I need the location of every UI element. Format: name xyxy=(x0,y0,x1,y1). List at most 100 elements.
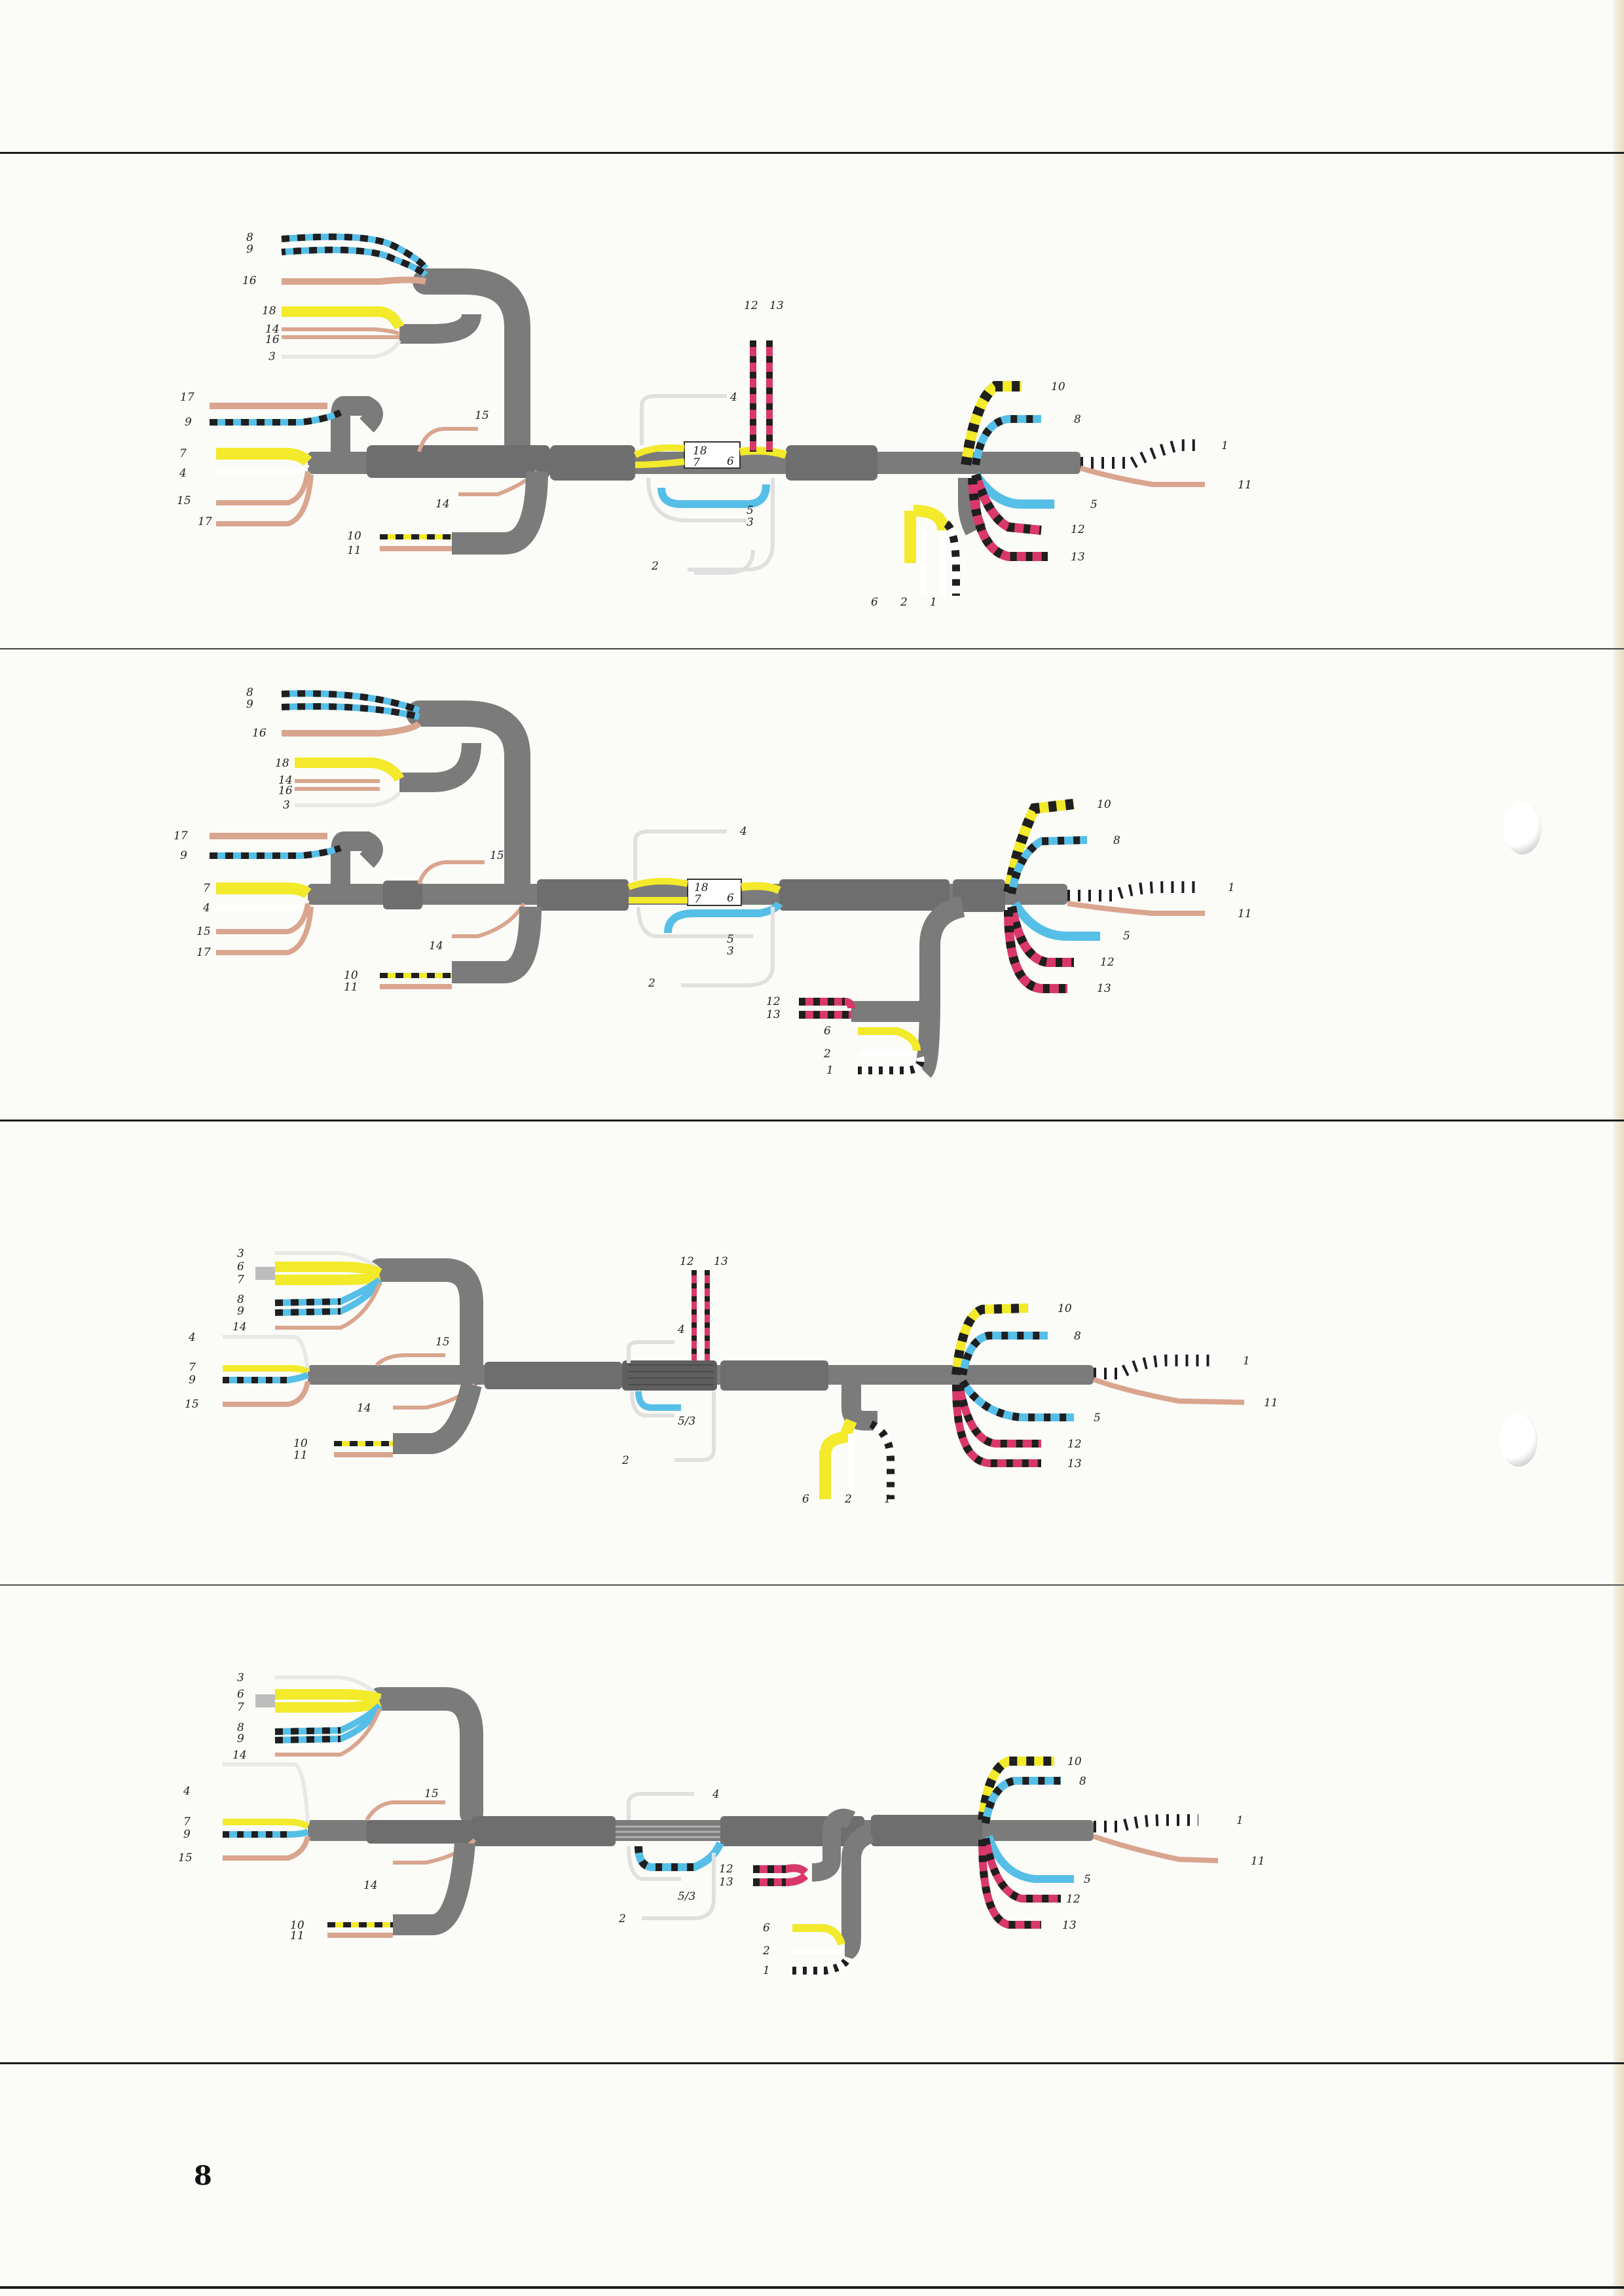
wire-label: 2 xyxy=(651,560,659,573)
wire-label: 9 xyxy=(246,243,253,256)
harness-diagram-3-drawing: 3 6 7 8 9 14 4 7 9 15 15 14 10 11 12 13 … xyxy=(185,1247,1278,1506)
wire-label: 12 xyxy=(1067,1438,1082,1451)
wire-label: 2 xyxy=(823,1048,831,1061)
wire-label: 13 xyxy=(1062,1919,1077,1932)
wire-label: 6 xyxy=(727,892,734,905)
harness-diagram-1-drawing: 8 9 16 18 14 16 3 17 9 7 4 15 17 15 14 1… xyxy=(177,231,1252,609)
wire-label: 14 xyxy=(232,1321,247,1334)
wire-label: 18 xyxy=(275,757,289,770)
wire-label: 6 xyxy=(824,1025,831,1038)
wire-label: 13 xyxy=(1067,1457,1082,1470)
wire-label: 11 xyxy=(347,544,361,557)
wire-label: 16 xyxy=(242,274,257,287)
wire-label: 12 xyxy=(1066,1893,1080,1906)
wire-label: 17 xyxy=(196,946,211,959)
wire-label: 12 xyxy=(1071,523,1085,536)
wire-label: 13 xyxy=(1097,982,1111,995)
wire-label: 12 xyxy=(680,1255,694,1268)
wire-label: 10 xyxy=(293,1437,308,1450)
divider-rule xyxy=(0,2286,1624,2289)
wire-label: 10 xyxy=(1058,1302,1072,1315)
wire-label: 14 xyxy=(232,1749,247,1762)
wire-label: 6 xyxy=(237,1688,244,1701)
divider-rule xyxy=(0,152,1624,154)
wire-label: 7 xyxy=(237,1701,244,1714)
wire-label: 14 xyxy=(363,1879,378,1892)
wire-label: 11 xyxy=(293,1449,308,1462)
wire-label: 4 xyxy=(712,1788,720,1801)
wire-label: 14 xyxy=(265,323,280,336)
wire-label: 7 xyxy=(179,447,187,460)
wire-label: 13 xyxy=(1071,551,1085,564)
wire-label: 6 xyxy=(802,1493,809,1506)
wire-label: 13 xyxy=(769,299,784,312)
wire-label: 16 xyxy=(278,784,293,797)
wire-label: 9 xyxy=(246,698,253,711)
wire-label: 13 xyxy=(714,1255,728,1268)
wire-label: 5 xyxy=(1094,1412,1101,1425)
wire-label: 15 xyxy=(178,1851,193,1865)
wire-label: 4 xyxy=(179,467,187,480)
wire-label: 12 xyxy=(719,1863,733,1876)
wire-label: 17 xyxy=(174,829,188,843)
wire-label: 6 xyxy=(727,455,734,468)
wire-label: 3 xyxy=(747,516,754,529)
wire-label: 9 xyxy=(185,416,192,429)
wire-label: 12 xyxy=(744,299,758,312)
wire-label: 1 xyxy=(884,1493,891,1506)
wire-label: 5 xyxy=(1123,930,1130,943)
wire-label: 1 xyxy=(930,596,937,609)
wire-label: 12 xyxy=(766,995,781,1008)
wire-label: 15 xyxy=(490,849,504,862)
wire-label: 6 xyxy=(763,1922,770,1935)
wire-label: 1 xyxy=(1221,439,1228,452)
wire-label: 2 xyxy=(618,1912,626,1925)
punch-hole xyxy=(1504,802,1541,854)
wire-label: 11 xyxy=(290,1929,304,1942)
wire-label: 10 xyxy=(347,530,361,543)
wire-label: 15 xyxy=(185,1398,199,1411)
wire-label: 7 xyxy=(189,1361,196,1374)
wire-label: 1 xyxy=(826,1064,834,1077)
wire-label: 14 xyxy=(435,498,450,511)
wire-label: 5 xyxy=(747,504,754,517)
page-edge xyxy=(1614,0,1624,2296)
wire-label: 10 xyxy=(1097,798,1111,811)
divider-rule xyxy=(0,2062,1624,2064)
wire-label: 3 xyxy=(283,799,290,812)
wire-label: 4 xyxy=(729,391,737,404)
wire-label: 4 xyxy=(739,825,747,838)
wire-label: 5/3 xyxy=(678,1890,695,1903)
wire-label: 11 xyxy=(1264,1396,1278,1410)
wire-label: 8 xyxy=(246,231,253,244)
wire-label: 4 xyxy=(188,1331,196,1344)
wire-label: 9 xyxy=(237,1305,244,1318)
wire-label: 9 xyxy=(237,1732,244,1745)
wire-label: 16 xyxy=(252,727,267,740)
page-number: 8 xyxy=(194,2160,212,2191)
wire-label: 2 xyxy=(762,1944,770,1958)
wire-label: 18 xyxy=(694,881,709,894)
harness-diagram-4-drawing: 3 6 7 8 9 14 4 7 9 15 15 14 10 11 4 5/3 … xyxy=(178,1671,1265,1977)
wire-label: 8 xyxy=(1079,1775,1086,1788)
wire-label: 11 xyxy=(1238,907,1252,920)
wire-label: 18 xyxy=(693,445,707,458)
wire-label: 15 xyxy=(435,1336,450,1349)
wire-label: 7 xyxy=(183,1815,191,1829)
wire-label: 2 xyxy=(648,977,655,990)
wire-label: 18 xyxy=(262,304,276,318)
wire-label: 3 xyxy=(237,1247,244,1260)
wire-label: 10 xyxy=(344,969,358,982)
wire-label: 1 xyxy=(763,1964,770,1977)
harness-diagram-2-drawing: 8 9 16 18 14 16 3 17 9 7 4 15 17 15 14 1… xyxy=(174,686,1252,1078)
wire-label: 7 xyxy=(694,893,701,906)
wire-label: 9 xyxy=(183,1828,191,1841)
divider-rule xyxy=(0,648,1624,649)
wire-label: 9 xyxy=(189,1374,196,1387)
wire-label: 10 xyxy=(1051,380,1065,393)
wire-label: 11 xyxy=(1238,479,1252,492)
wire-label: 5 xyxy=(1084,1873,1091,1886)
wire-label: 11 xyxy=(1251,1855,1265,1868)
wire-label: 12 xyxy=(1100,956,1115,969)
wire-label: 17 xyxy=(198,515,212,528)
